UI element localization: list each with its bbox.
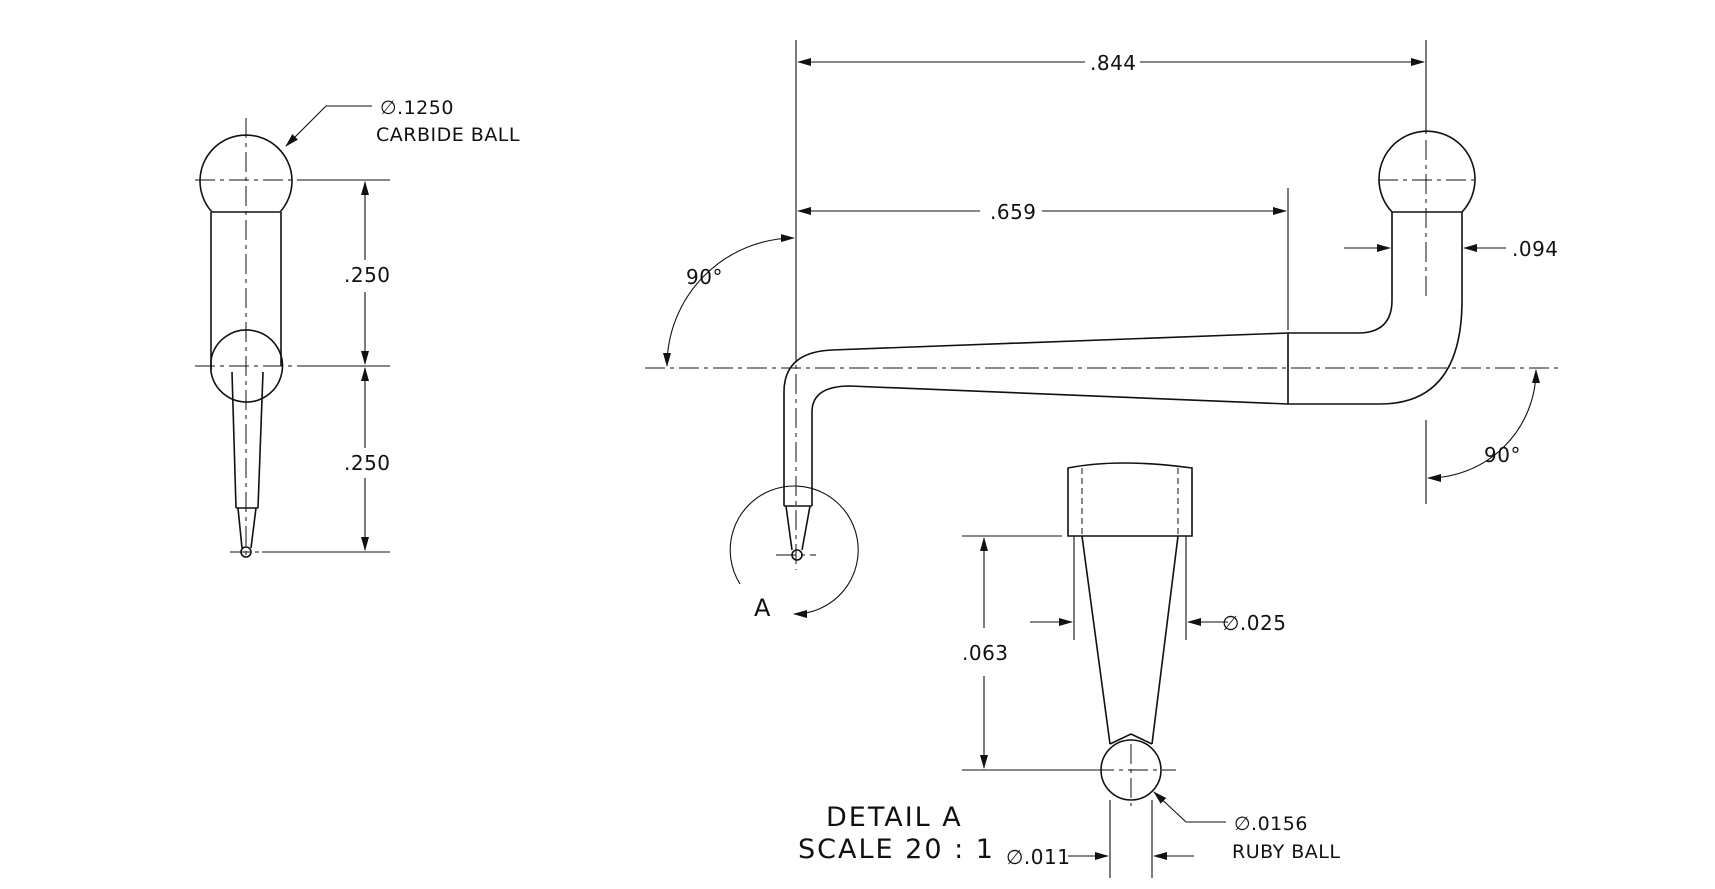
detail-ball-dia-text: ∅.0156 [1234,813,1308,835]
dim-shank-text: .094 [1512,237,1559,261]
detail-dim-stem-text: ∅.011 [1006,845,1070,869]
detail-ball-material-text: RUBY BALL [1232,841,1340,863]
detail-a-circle [729,485,859,619]
angle-arc-left [663,234,795,367]
side-view: .250 .250 ∅.1250 CARBIDE BALL [195,97,520,560]
angle-arc-right [1427,369,1540,482]
tip-taper-right [801,505,811,551]
elbow-outline [210,329,284,403]
carbide-ball-dia-text: ∅.1250 [380,97,454,119]
dim-step-text: .659 [990,200,1037,224]
detail-title: DETAIL A [826,802,963,833]
taper-left-edge [231,371,237,509]
angle-right-text: 90° [1484,443,1521,467]
stem-left-edge [237,507,243,549]
front-view: .844 .659 .094 90° 90° A [645,40,1562,622]
carbide-ball-front-outline [1378,130,1476,213]
ruby-ball-leader [1153,791,1226,823]
detail-taper-left [1081,535,1111,745]
detail-a-view: .063 ∅.025 ∅.011 ∅.0156 RUBY BALL DETAIL… [798,462,1340,878]
detail-collar [1067,462,1193,537]
detail-tip-cone [1109,733,1153,745]
dim-lower-text: .250 [344,451,391,475]
detail-dim-length-text: .063 [962,641,1009,665]
carbide-ball-outline [199,134,293,213]
carbide-ball-material-text: CARBIDE BALL [376,124,520,146]
taper-right-edge [257,371,264,509]
dim-upper-text: .250 [344,263,391,287]
probe-body-lower-edge [811,212,1463,506]
ruby-ball-tip [240,546,252,558]
detail-dim-tip-text: ∅.025 [1222,611,1286,635]
stem-right-edge [250,507,257,549]
detail-scale: SCALE 20 : 1 [798,834,995,865]
tip-taper-left [785,505,793,551]
detail-a-callout: A [754,594,771,622]
carbide-ball-leader [285,105,372,147]
angle-left-text: 90° [686,265,723,289]
detail-taper-right [1151,535,1179,745]
probe-body-upper-edge [783,212,1393,506]
dim-overall-text: .844 [1090,51,1137,75]
ruby-ball-front [791,549,803,561]
